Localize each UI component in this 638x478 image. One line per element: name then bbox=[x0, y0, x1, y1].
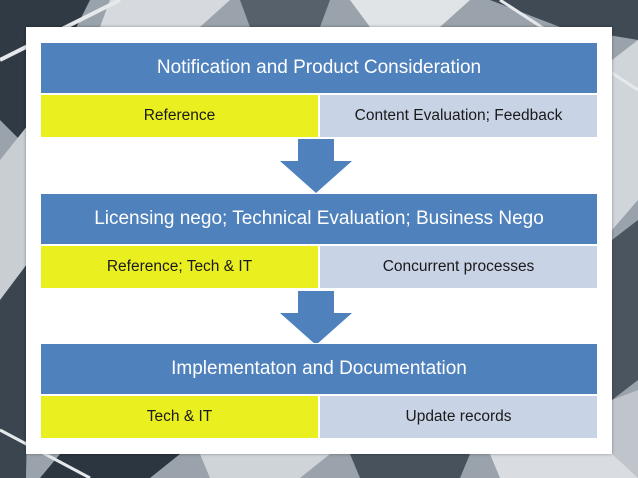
down-arrow-icon bbox=[280, 139, 352, 193]
stage-3-title: Implementaton and Documentation bbox=[40, 343, 598, 395]
stage-2-left-cell: Reference; Tech & IT bbox=[40, 245, 319, 289]
stage-3-left-cell: Tech & IT bbox=[40, 395, 319, 439]
stage-2-right-cell: Concurrent processes bbox=[319, 245, 598, 289]
stage-3: Implementaton and Documentation Tech & I… bbox=[40, 343, 598, 439]
stage-3-right-cell: Update records bbox=[319, 395, 598, 439]
stage-1-title: Notification and Product Consideration bbox=[40, 42, 598, 94]
stage-1-right-cell: Content Evaluation; Feedback bbox=[319, 94, 598, 138]
down-arrow-icon bbox=[280, 291, 352, 345]
stage-1-left-cell: Reference bbox=[40, 94, 319, 138]
stage-1: Notification and Product Consideration R… bbox=[40, 42, 598, 138]
flow-diagram-panel: Notification and Product Consideration R… bbox=[26, 27, 612, 454]
stage-2-row: Reference; Tech & IT Concurrent processe… bbox=[40, 245, 598, 289]
stage-3-row: Tech & IT Update records bbox=[40, 395, 598, 439]
stage-2-title: Licensing nego; Technical Evaluation; Bu… bbox=[40, 193, 598, 245]
stage-2: Licensing nego; Technical Evaluation; Bu… bbox=[40, 193, 598, 289]
stage-1-row: Reference Content Evaluation; Feedback bbox=[40, 94, 598, 138]
